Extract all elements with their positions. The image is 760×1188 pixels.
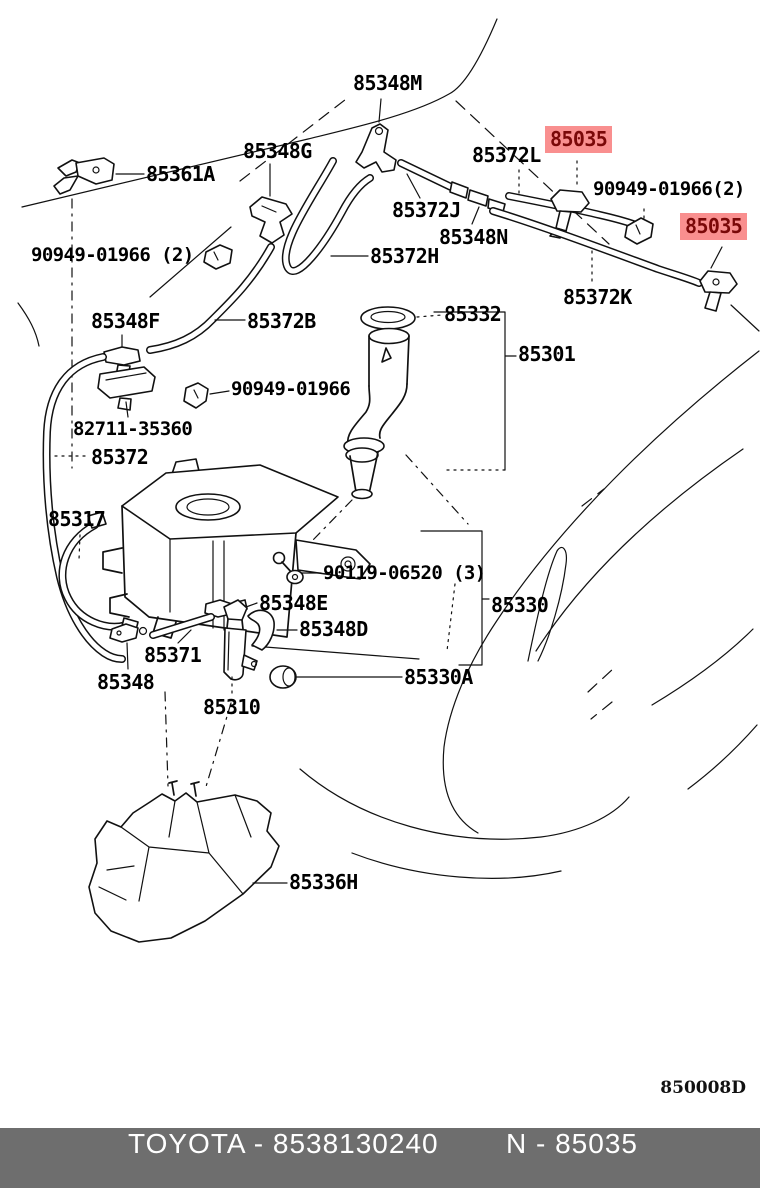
- part-85332-drawing: [360, 306, 443, 330]
- part-85348-drawing: [109, 623, 139, 670]
- part-label-85371[interactable]: 85371: [144, 643, 202, 667]
- footer-part-number: TOYOTA - 8538130240: [128, 1128, 439, 1159]
- footer-bar: TOYOTA - 8538130240 N - 85035: [0, 1128, 760, 1188]
- part-label-85372J[interactable]: 85372J: [392, 198, 461, 222]
- part-label-85372[interactable]: 85372: [91, 445, 149, 469]
- part-85348d-drawing: [247, 609, 298, 651]
- diagram-line-art: [17, 18, 760, 943]
- nozzle-85035-second-drawing: [699, 246, 760, 332]
- part-label-85372L[interactable]: 85372L: [472, 143, 541, 167]
- hose-85372h-drawing: [281, 157, 374, 275]
- car-body-outline-lines: [17, 302, 760, 879]
- washer-tank-drawing: [102, 458, 420, 660]
- hood-outline-lines: [21, 18, 610, 245]
- part-label-85035-highlighted-1[interactable]: 85035: [545, 126, 613, 153]
- part-label-90119-06520[interactable]: 90119-06520 (3): [323, 562, 486, 584]
- part-label-85372K[interactable]: 85372K: [563, 285, 632, 309]
- clip-90949-right-drawing: [624, 208, 654, 245]
- part-label-85348M[interactable]: 85348M: [353, 71, 422, 95]
- part-label-82711-35360[interactable]: 82711-35360: [73, 418, 193, 440]
- part-label-85372H[interactable]: 85372H: [370, 244, 439, 268]
- hose-85372b-drawing: [146, 243, 275, 354]
- grommet-85330a-drawing: [269, 665, 403, 689]
- part-label-85330A[interactable]: 85330A: [404, 665, 473, 689]
- part-label-90949-01966-right[interactable]: 90949-01966(2): [593, 178, 745, 200]
- hose-85372-drawing: [42, 353, 126, 663]
- part-label-85372B[interactable]: 85372B: [247, 309, 316, 333]
- hose-85371-drawing: [149, 613, 215, 644]
- pump-85310-drawing: [223, 599, 258, 694]
- nozzle-85035-first-drawing: [549, 160, 590, 239]
- part-label-85035-highlighted-2[interactable]: 85035: [680, 213, 748, 240]
- part-label-85348N[interactable]: 85348N: [439, 225, 508, 249]
- part-label-85348[interactable]: 85348: [97, 670, 155, 694]
- part-85348m-drawing: [355, 98, 397, 173]
- part-label-85348G[interactable]: 85348G: [243, 139, 312, 163]
- part-label-85348F[interactable]: 85348F: [91, 309, 160, 333]
- part-85348g-drawing: [249, 163, 293, 244]
- shield-85336h-drawing: [88, 780, 288, 943]
- part-label-85332[interactable]: 85332: [444, 302, 502, 326]
- shield-alignment-dashes: [164, 691, 232, 791]
- part-label-85336H[interactable]: 85336H: [289, 870, 358, 894]
- hose-85372k-drawing: [489, 207, 703, 287]
- footer-reference-number: N - 85035: [506, 1128, 638, 1159]
- part-label-85317[interactable]: 85317: [48, 507, 106, 531]
- part-label-85348E[interactable]: 85348E: [259, 591, 328, 615]
- part-label-85361A[interactable]: 85361A: [146, 162, 215, 186]
- part-label-85348D[interactable]: 85348D: [299, 617, 368, 641]
- part-82711-drawing: [97, 366, 156, 418]
- diagram-code: 850008D: [660, 1078, 746, 1098]
- part-label-90949-01966-left[interactable]: 90949-01966 (2): [31, 244, 194, 266]
- part-85301-drawing: [311, 311, 517, 542]
- part-label-85310[interactable]: 85310: [203, 695, 261, 719]
- clip-90949-mid-drawing: [183, 382, 230, 409]
- part-85361a-drawing: [53, 157, 232, 469]
- clip-90949-left-drawing: [203, 244, 233, 270]
- bracket-85330-drawing: [420, 530, 490, 666]
- bolt-90119-drawing: [272, 551, 322, 585]
- part-label-85301[interactable]: 85301: [518, 342, 576, 366]
- part-label-85330[interactable]: 85330: [491, 593, 549, 617]
- part-label-90949-01966-mid[interactable]: 90949-01966: [231, 378, 351, 400]
- tube-85372j-drawing: [397, 159, 455, 199]
